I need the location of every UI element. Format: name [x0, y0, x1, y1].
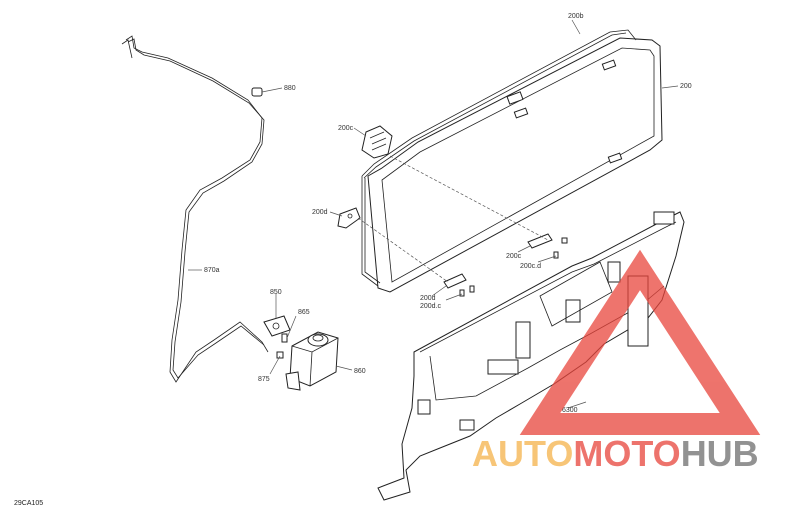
- leader-lines: [188, 19, 679, 409]
- back-window-panel-200: [367, 37, 663, 293]
- watermark-auto: AUTO: [472, 433, 573, 474]
- alignment-lines: [357, 155, 549, 283]
- screw-875: [276, 351, 284, 359]
- callout-200d-bottom: 200d: [420, 295, 436, 302]
- callout-860: 860: [354, 368, 366, 375]
- callout-200c-right: 200c: [506, 253, 522, 260]
- latch-200d-bottom: [443, 273, 475, 297]
- watermark-moto: MOTO: [573, 433, 680, 474]
- callout-200dc-bottom: 200d.c: [420, 303, 442, 310]
- callout-870a: 870a: [204, 267, 220, 274]
- window-seal-200b: [361, 29, 637, 287]
- callout-880: 880: [284, 85, 296, 92]
- hose-clip-880: [251, 87, 263, 97]
- screw-865: [281, 333, 288, 343]
- callout-labels: 880 870a 850 865 875 860 200b 200 200c 2…: [204, 13, 692, 414]
- callout-875: 875: [258, 376, 270, 383]
- callout-200d-left: 200d: [312, 209, 328, 216]
- document-id: 29CA105: [14, 500, 44, 507]
- latch-200c-top: [361, 125, 393, 159]
- callout-200: 200: [680, 83, 692, 90]
- callout-865: 865: [298, 309, 310, 316]
- callout-200c-top: 200c: [338, 125, 354, 132]
- automotohub-watermark: AUTOMOTOHUB: [472, 249, 761, 474]
- washer-hose: [121, 35, 269, 383]
- callout-6300: 6300: [562, 407, 578, 414]
- frame-panel-6300: [377, 211, 685, 501]
- watermark-triangle-logo: [519, 249, 761, 435]
- latch-200c-right: [527, 233, 568, 259]
- bracket-850: [263, 315, 291, 337]
- callout-200b: 200b: [568, 13, 584, 20]
- callout-200cd-right: 200c.d: [520, 263, 541, 270]
- watermark-hub: HUB: [681, 433, 759, 474]
- svg-text:AUTOMOTOHUB: AUTOMOTOHUB: [472, 433, 759, 474]
- washer-reservoir-860: [285, 331, 339, 391]
- callout-850: 850: [270, 289, 282, 296]
- latch-200d-left: [337, 207, 361, 229]
